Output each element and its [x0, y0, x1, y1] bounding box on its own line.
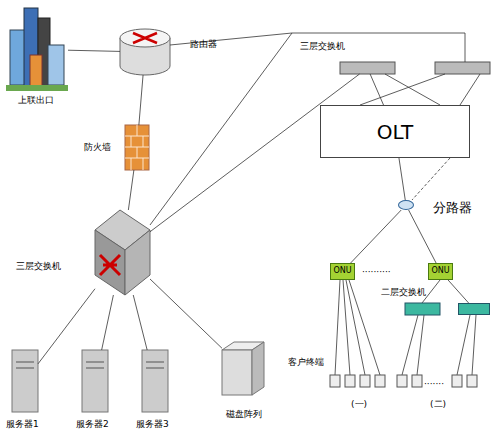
network-link	[399, 158, 405, 200]
node-label: 上联出口	[18, 96, 54, 106]
network-node: 防火墙	[125, 125, 149, 170]
caption-label: (二)	[430, 400, 446, 410]
network-link	[370, 74, 383, 105]
firewall-icon	[125, 125, 149, 170]
router-icon	[120, 29, 170, 75]
network-node: ONU	[330, 263, 355, 280]
network-node: OLT	[320, 105, 470, 158]
node-label: 三层交换机	[300, 42, 345, 52]
caption-label: (一)	[351, 400, 367, 410]
network-link	[68, 50, 120, 51]
network-link	[139, 75, 143, 125]
core-switch-icon	[95, 210, 150, 295]
network-link	[150, 279, 222, 348]
disk-array-icon	[222, 342, 264, 395]
node-label: 分路器	[433, 201, 472, 215]
ellipsis-dots: ·······	[424, 380, 444, 390]
network-node: 服务器2	[82, 350, 108, 412]
building-icon	[6, 8, 68, 91]
network-link	[448, 280, 469, 303]
network-link	[38, 289, 95, 364]
network-node: ONU	[428, 263, 453, 280]
ellipsis-dots: ··········	[362, 268, 391, 278]
network-node: 服务器3	[142, 350, 168, 412]
network-link	[409, 210, 436, 263]
node-label: OLT	[377, 121, 413, 143]
node-label: 磁盘阵列	[226, 410, 262, 420]
network-link	[102, 295, 114, 350]
network-link	[133, 295, 147, 350]
network-node: 二层交换机	[458, 303, 490, 315]
node-label: 防火墙	[84, 143, 111, 153]
node-label: 路由器	[190, 40, 217, 50]
network-node: 三层交换机	[340, 62, 395, 74]
node-label: ONU	[431, 267, 449, 276]
network-node: 路由器	[120, 29, 170, 75]
l3-switch-icons	[340, 62, 490, 74]
network-node: 上联出口	[6, 8, 68, 91]
l2-switch-left-icon	[405, 303, 440, 315]
node-label: 服务器3	[136, 420, 169, 430]
node-label: 服务器2	[76, 420, 109, 430]
node-label: 服务器1	[6, 420, 39, 430]
network-link	[351, 210, 402, 263]
caption-label: 客户终端	[288, 358, 324, 368]
network-node: 分路器	[398, 200, 414, 210]
network-link	[128, 170, 134, 210]
server-icons	[12, 350, 168, 412]
network-node: 三层交换机	[95, 210, 150, 295]
node-label: 二层交换机	[381, 288, 426, 298]
wires	[150, 33, 480, 375]
node-label: 三层交换机	[16, 262, 61, 272]
terminal-icons	[330, 375, 477, 387]
network-node: 磁盘阵列	[222, 342, 264, 395]
node-label: ONU	[333, 267, 351, 276]
network-node: 服务器1	[12, 350, 38, 412]
